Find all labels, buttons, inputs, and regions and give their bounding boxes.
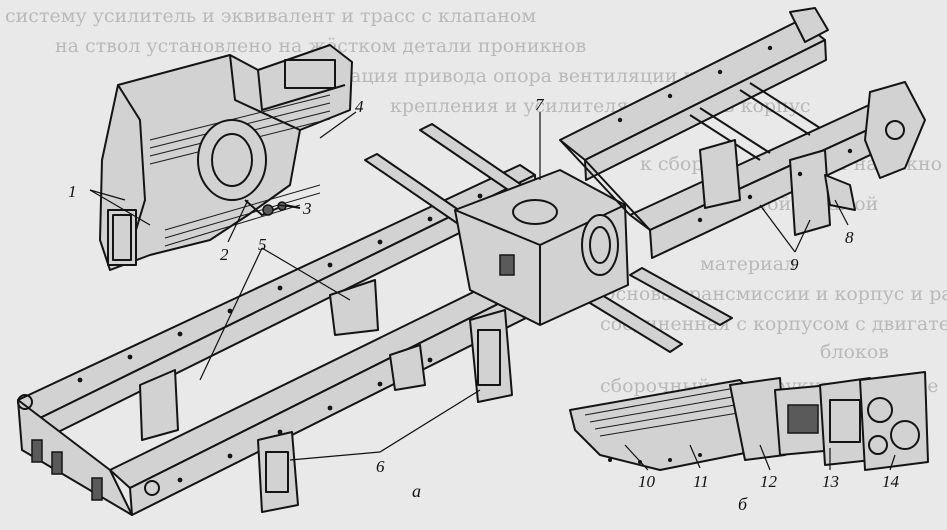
tray-hatching (584, 387, 745, 437)
view-label-b: б (738, 494, 748, 514)
rear-frame-section (559, 7, 926, 259)
callout-labels: 1 2 3 4 5 6 7 8 9 10 11 12 13 14 (68, 95, 900, 491)
bg-line-10: блоков (820, 341, 889, 363)
callout-9: 9 (790, 255, 799, 274)
casing-holes (608, 453, 702, 464)
transmission-housing-cutaway (99, 44, 353, 271)
support-front-6 (257, 431, 299, 513)
callout-12: 12 (760, 472, 778, 491)
callout-3: 3 (302, 199, 312, 218)
callout-5: 5 (258, 235, 267, 254)
callout-10: 10 (638, 472, 656, 491)
callout-6: 6 (376, 457, 385, 476)
callout-7: 7 (535, 95, 545, 114)
bracket-left-5 (139, 369, 179, 441)
view-b-transmission-casing (569, 371, 929, 471)
rear-bracket-9 (789, 149, 831, 236)
rear-lug-8 (824, 174, 856, 211)
callout-14: 14 (882, 472, 900, 491)
bg-line-3: фиксация привода опора вентиляции корпус… (300, 65, 765, 87)
callout-11: 11 (693, 472, 709, 491)
callout-4: 4 (355, 97, 364, 116)
central-gearbox-block (454, 169, 629, 326)
view-label-a: а (412, 481, 421, 501)
callout-1: 1 (68, 182, 77, 201)
bg-line-1: систему усилитель и эквивалент и трасс с… (5, 5, 536, 27)
rear-rivet-holes (617, 45, 853, 223)
bg-line-9: соединенная с корпусом с двигателем мост… (600, 313, 947, 335)
view-labels: а б (412, 481, 748, 514)
callout-13: 13 (822, 472, 839, 491)
bg-line-2: на ствол установлено на жёстком детали п… (55, 35, 586, 57)
callout-2: 2 (220, 245, 229, 264)
callout-8: 8 (845, 228, 854, 247)
leader-lines (89, 111, 896, 471)
support-rear-6 (469, 309, 513, 403)
bg-line-7: материал (700, 253, 796, 275)
bracket-right-5 (329, 279, 379, 336)
